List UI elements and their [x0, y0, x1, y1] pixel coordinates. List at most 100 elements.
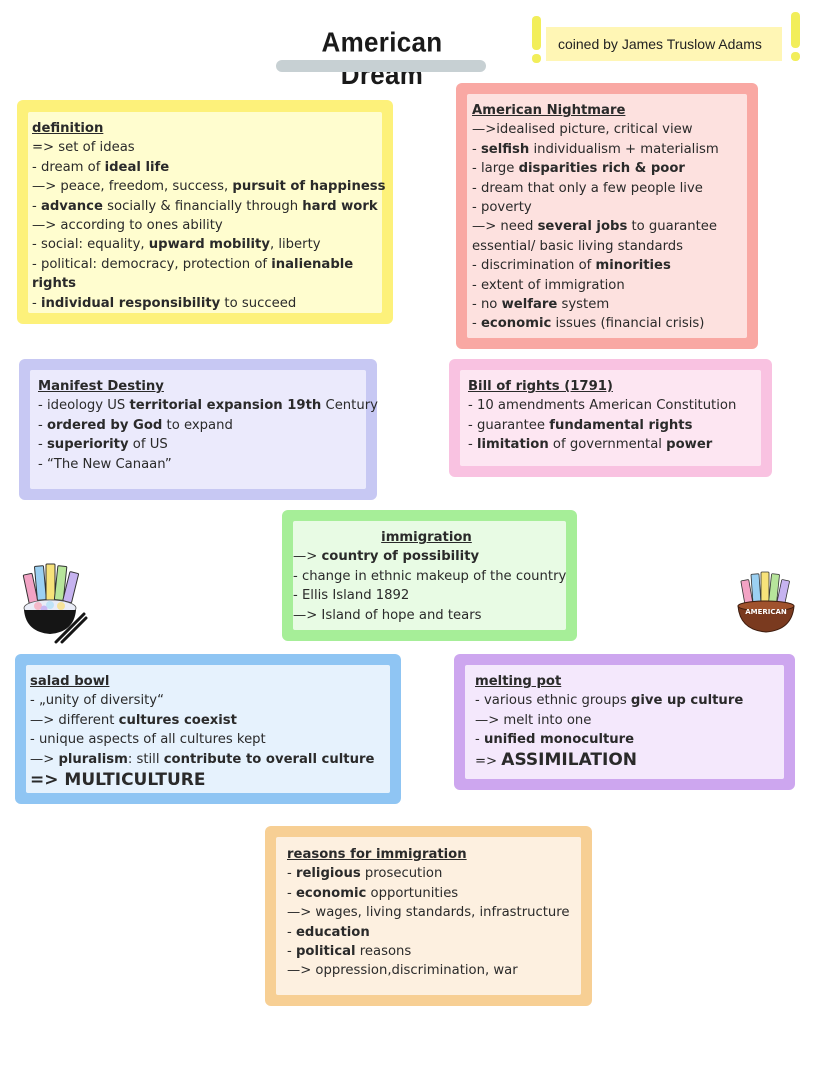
text-line: rights	[32, 274, 376, 293]
definition-content: definition => set of ideas- dream of ide…	[28, 112, 385, 313]
text-segment: - political: democracy, protection of	[32, 256, 272, 272]
text-line: —> need several jobs to guarantee	[472, 217, 741, 236]
bold-term: contribute to overall culture	[163, 751, 375, 767]
text-line: - selfish individualism + materialism	[472, 140, 741, 159]
melting-pot-label: AMERICAN	[745, 608, 787, 616]
bold-term: territorial expansion 19th	[129, 398, 322, 414]
bold-term: disparities rich & poor	[518, 161, 685, 177]
bold-term: advance	[40, 198, 103, 214]
salad-bowl-arrow: =>	[30, 770, 65, 791]
text-line: —> different cultures coexist	[30, 711, 384, 730]
text-segment: to guarantee	[627, 219, 717, 235]
text-segment: -	[287, 885, 296, 901]
text-line: - large disparities rich & poor	[472, 159, 741, 178]
bold-term: limitation	[476, 437, 549, 453]
bill-of-rights-lines: - 10 amendments American Constitution - g…	[468, 396, 755, 454]
text-line: - “The New Canaan”	[38, 455, 360, 474]
bold-term: country of possibility	[321, 549, 480, 565]
text-line: - political: democracy, protection of in…	[32, 255, 376, 274]
text-segment: individualism + materialism	[529, 141, 719, 157]
text-line: - individual responsibility to succeed	[32, 294, 376, 313]
bold-term: rights	[32, 276, 77, 292]
bill-of-rights-box: Bill of rights (1791) - 10 amendments Am…	[449, 359, 772, 477]
bill-of-rights-heading: Bill of rights (1791)	[468, 379, 613, 394]
text-segment: opportunities	[366, 885, 459, 901]
text-segment: —> peace, freedom, success,	[32, 179, 233, 195]
bold-term: ideal life	[104, 159, 170, 175]
text-segment: - dream that only a few people live	[472, 180, 703, 196]
definition-heading: definition	[32, 121, 104, 136]
text-segment: - discrimination of	[472, 258, 596, 274]
reasons-content: reasons for immigration - religious pros…	[276, 837, 581, 995]
nightmare-content: American Nightmare —>idealised picture, …	[467, 94, 747, 338]
text-line: - no welfare system	[472, 295, 741, 314]
page-title: American Dream	[321, 26, 443, 91]
text-segment: - social: equality,	[32, 237, 149, 253]
text-line: - extent of immigration	[472, 276, 741, 295]
text-segment: , liberty	[269, 237, 321, 253]
text-segment: prosecution	[360, 866, 443, 882]
immigration-lines: —> country of possibility - change in eth…	[293, 547, 566, 625]
assimilation-label: ASSIMILATION	[501, 749, 638, 770]
text-line: - religious prosecution	[287, 864, 575, 883]
bold-term: superiority	[46, 437, 129, 453]
text-line: —> peace, freedom, success, pursuit of h…	[32, 177, 385, 196]
melting-pot-box: melting pot - various ethnic groups give…	[454, 654, 795, 790]
text-segment: - extent of immigration	[472, 277, 625, 293]
text-segment: -	[472, 141, 481, 157]
bold-term: unified monoculture	[483, 732, 635, 748]
bold-term: several jobs	[537, 219, 628, 235]
text-line: - limitation of governmental power	[468, 435, 755, 454]
exclamation-right-icon	[791, 12, 800, 48]
melting-pot-lines: - various ethnic groups give up culture—…	[475, 691, 778, 749]
melting-pot-conclusion: => ASSIMILATION	[475, 749, 778, 771]
text-segment: -	[38, 417, 47, 433]
text-segment: Century	[321, 398, 378, 414]
text-segment: —>idealised picture, critical view	[472, 122, 693, 138]
melting-pot-content: melting pot - various ethnic groups give…	[465, 665, 784, 779]
manifest-destiny-box: Manifest Destiny - ideology US territori…	[19, 359, 378, 500]
text-segment: - no	[472, 297, 502, 313]
text-segment: of governmental	[548, 437, 667, 453]
salad-bowl-lines: - „unity of diversity“—> different cultu…	[30, 691, 384, 769]
exclamation-right-dot-icon	[791, 52, 800, 61]
text-segment: -	[472, 316, 481, 332]
bold-term: upward mobility	[148, 237, 270, 253]
text-segment: - change in ethnic makeup of the country	[293, 568, 567, 584]
salad-bowl-content: salad bowl - „unity of diversity“—> diff…	[26, 665, 390, 793]
bold-term: minorities	[595, 258, 671, 274]
text-line: —> country of possibility	[293, 547, 560, 566]
bold-term: welfare	[501, 297, 558, 313]
text-line: —> wages, living standards, infrastructu…	[287, 903, 575, 922]
text-line: - ordered by God to expand	[38, 416, 360, 435]
text-segment: - “The New Canaan”	[38, 456, 172, 472]
text-line: —> Island of hope and tears	[293, 606, 560, 625]
text-segment: -	[287, 944, 296, 960]
text-segment: - 10 amendments American Constitution	[468, 398, 737, 414]
text-line: - guarantee fundamental rights	[468, 416, 755, 435]
text-segment: -	[287, 924, 296, 940]
text-segment: —> different	[30, 712, 119, 728]
nightmare-box: American Nightmare —>idealised picture, …	[456, 83, 758, 349]
text-line: - dream of ideal life	[32, 158, 376, 177]
bold-term: economic	[480, 316, 552, 332]
nightmare-heading: American Nightmare	[472, 103, 626, 118]
text-line: —> melt into one	[475, 711, 778, 730]
text-segment: —> according to ones ability	[32, 218, 223, 234]
definition-box: definition => set of ideas- dream of ide…	[17, 100, 393, 324]
text-line: - „unity of diversity“	[30, 691, 384, 710]
text-segment: —>	[293, 549, 322, 565]
text-line: - poverty	[472, 198, 741, 217]
text-line: —>idealised picture, critical view	[472, 120, 741, 139]
text-line: - unified monoculture	[475, 730, 778, 749]
text-segment: -	[287, 866, 296, 882]
text-line: - dream that only a few people live	[472, 179, 741, 198]
text-segment: to succeed	[220, 295, 297, 311]
bold-term: give up culture	[630, 693, 744, 709]
bold-term: power	[666, 437, 713, 453]
bill-of-rights-content: Bill of rights (1791) - 10 amendments Am…	[460, 370, 761, 466]
text-segment: - unique aspects of all cultures kept	[30, 732, 266, 748]
reasons-box: reasons for immigration - religious pros…	[265, 826, 592, 1006]
melting-pot-arrow: =>	[475, 753, 502, 769]
text-line: - economic issues (financial crisis)	[472, 314, 741, 333]
